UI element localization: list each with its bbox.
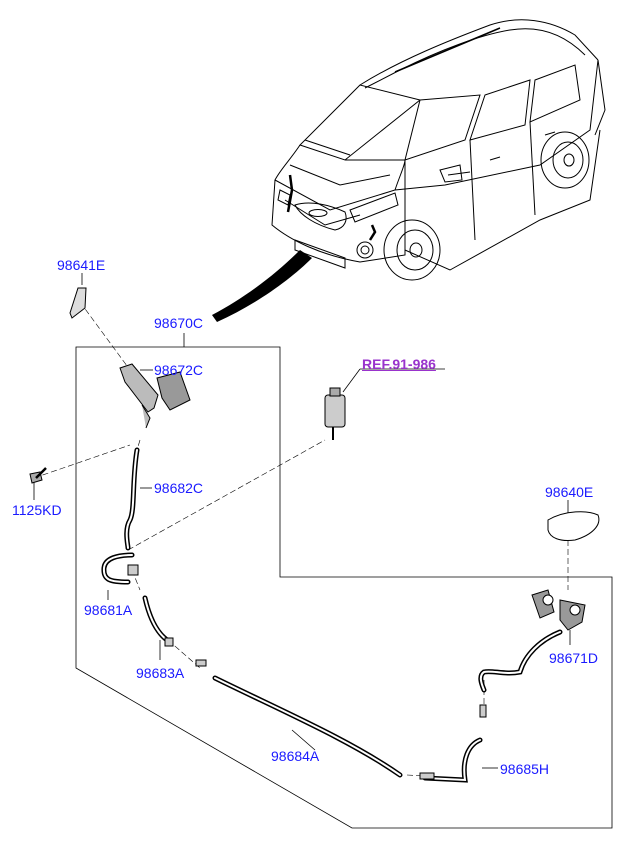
label-98682c[interactable]: 98682C (154, 480, 204, 496)
label-1125kd[interactable]: 1125KD (12, 502, 62, 518)
hose-connectors (127, 564, 487, 780)
washer-pump (324, 387, 346, 440)
label-98684a[interactable]: 98684A (271, 748, 320, 764)
label-98681a[interactable]: 98681A (84, 602, 133, 618)
washer-nozzle-right (531, 589, 586, 631)
nozzle-cap-right (547, 511, 600, 541)
washer-nozzle-left (119, 363, 191, 429)
label-98640e[interactable]: 98640E (545, 484, 594, 500)
label-98685h[interactable]: 98685H (500, 761, 550, 777)
label-98671d[interactable]: 98671D (549, 650, 599, 666)
vehicle-illustration (271, 19, 606, 281)
nozzle-cap-left (69, 287, 87, 319)
washer-hoses (101, 447, 563, 783)
location-pointer (212, 250, 312, 322)
assembly-frame (75, 346, 613, 829)
bolt-1125kd (29, 467, 47, 484)
label-98672c[interactable]: 98672C (154, 362, 204, 378)
label-ref-91-986[interactable]: REF.91-986 (362, 356, 436, 372)
alignment-dashes (33, 301, 569, 777)
hose-inner (102, 449, 561, 782)
label-98683a[interactable]: 98683A (136, 665, 185, 681)
vehicle-washer-markings (286, 174, 377, 241)
label-98641e[interactable]: 98641E (57, 257, 106, 273)
label-98670c[interactable]: 98670C (154, 315, 204, 331)
